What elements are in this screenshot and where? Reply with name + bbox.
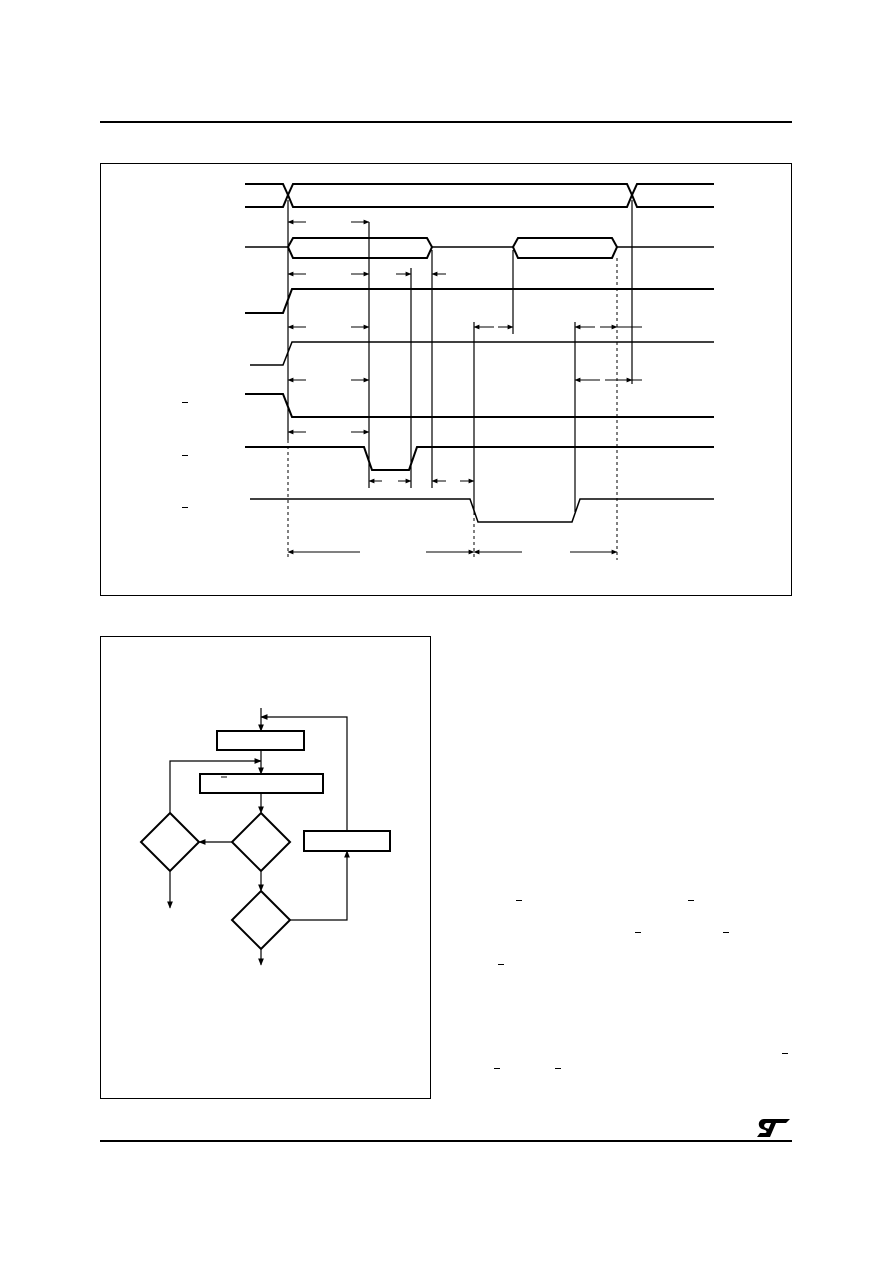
signal-6-wave (245, 446, 714, 471)
decision-center (230, 811, 292, 873)
signal-5-overbar (182, 402, 188, 403)
process-box-middle (199, 773, 324, 794)
flow-left-loop (169, 758, 262, 813)
signal-6-overbar (182, 455, 188, 456)
decision-left (139, 811, 201, 873)
process-box-right (303, 830, 391, 852)
address-bus-top (245, 183, 714, 198)
signal-7-overbar (182, 507, 188, 508)
timing-diagram-frame (100, 163, 792, 596)
text-overbar (635, 932, 641, 933)
signal-7-wave (250, 498, 714, 523)
text-overbar (516, 900, 522, 901)
text-overbar (494, 1068, 500, 1069)
flowchart-frame (100, 636, 431, 1099)
flow-bottom-to-right (290, 850, 350, 921)
decision-bottom (230, 889, 292, 951)
text-overbar (782, 1053, 788, 1054)
st-logo (757, 1119, 790, 1137)
address-bus-bottom (245, 192, 714, 208)
flow-right-loop (260, 714, 348, 831)
text-overbar (498, 964, 504, 965)
process-box-top (216, 730, 305, 751)
footer-rule (100, 1140, 792, 1142)
text-overbar (688, 900, 694, 901)
text-overbar (555, 1068, 561, 1069)
text-overbar (723, 932, 729, 933)
header-rule (100, 121, 792, 123)
